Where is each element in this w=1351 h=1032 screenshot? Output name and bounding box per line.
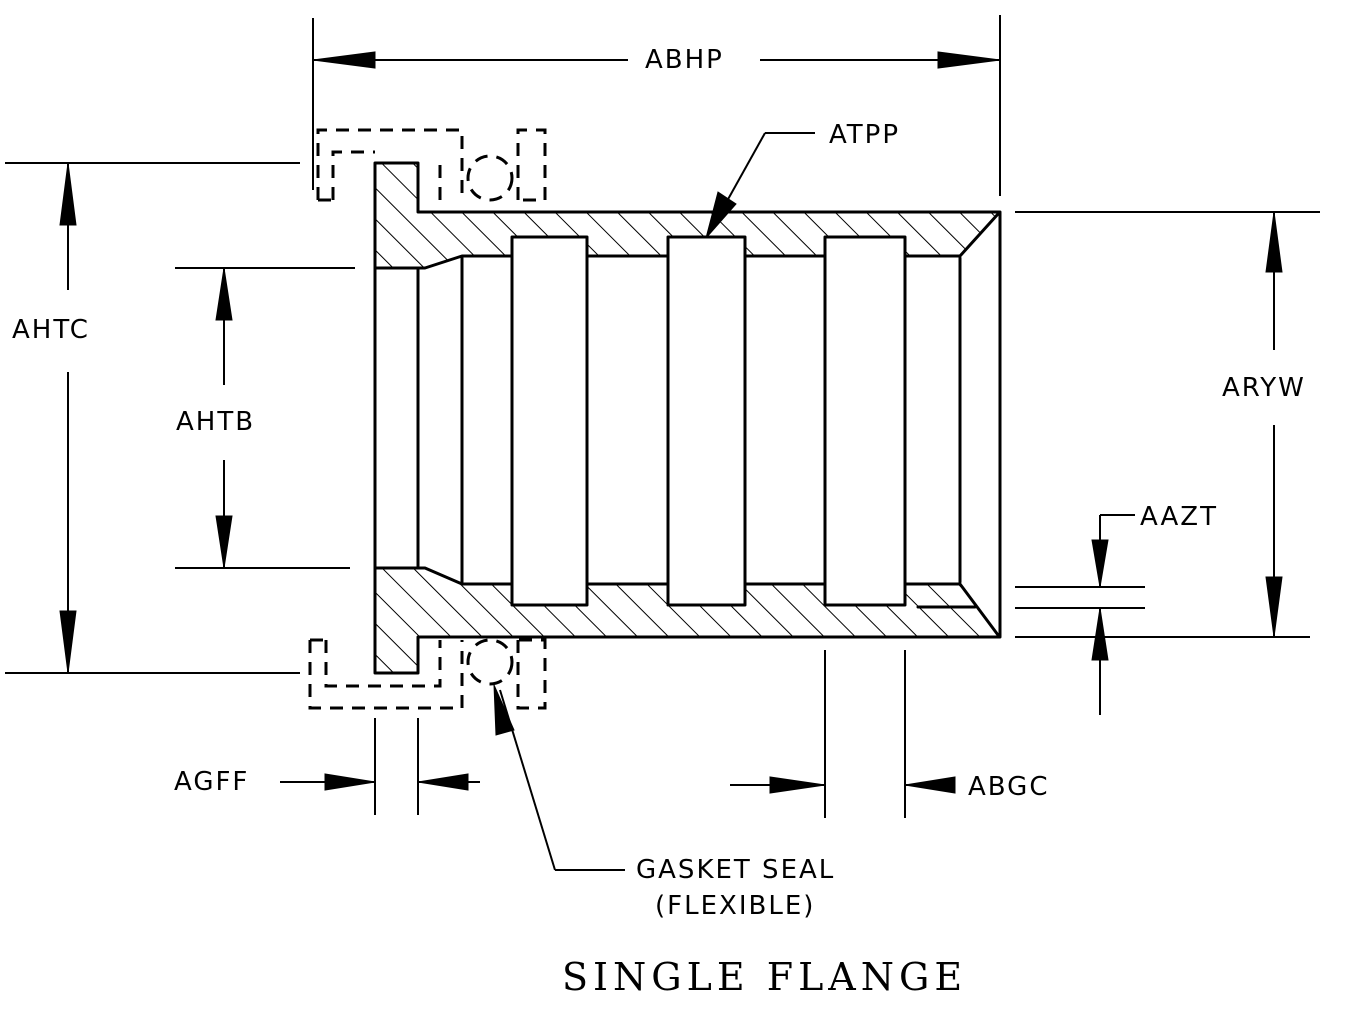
label-gasket-flexible: (FLEXIBLE) (655, 891, 815, 921)
dimension-aazt (1015, 514, 1145, 715)
dimension-aryw (1015, 211, 1320, 638)
leader-atpp (705, 132, 815, 239)
label-ahtb: AHTB (176, 407, 255, 437)
label-gasket-seal: GASKET SEAL (636, 855, 835, 885)
dimension-ahtb (175, 267, 355, 569)
dimension-ahtc (5, 162, 300, 674)
label-ahtc: AHTC (12, 315, 90, 345)
top-wall-hatch (375, 163, 998, 268)
leader-gasket-seal (493, 684, 625, 871)
dimension-abhp (312, 15, 1001, 196)
label-abgc: ABGC (968, 772, 1049, 802)
label-agff: AGFF (174, 767, 249, 797)
label-aryw: ARYW (1222, 373, 1306, 403)
drawing-title: SINGLE FLANGE (562, 955, 967, 999)
label-atpp: ATPP (829, 120, 900, 150)
label-aazt: AAZT (1140, 502, 1218, 532)
dimension-abgc (730, 650, 956, 818)
fitting-body-outline (373, 161, 1002, 675)
dimension-agff (280, 718, 480, 815)
coupling-dashed-top (316, 128, 547, 202)
bottom-wall-hatch (375, 568, 998, 673)
coupling-dashed-bottom (308, 638, 547, 710)
label-abhp: ABHP (645, 45, 724, 75)
